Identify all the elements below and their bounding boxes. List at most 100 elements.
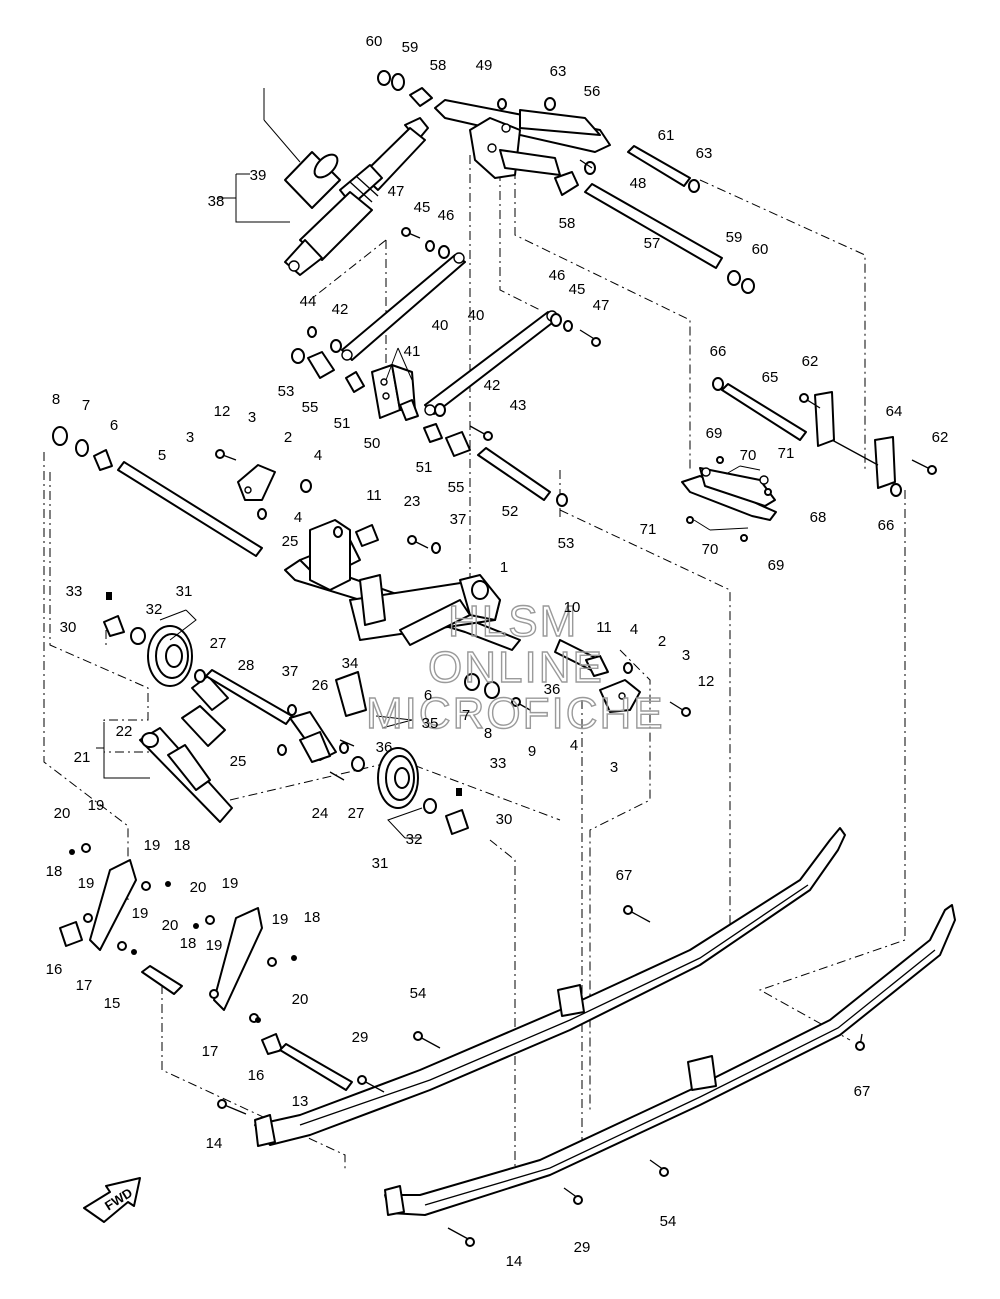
callout-46: 46 <box>549 267 566 284</box>
callout-49: 49 <box>476 57 493 74</box>
callout-47: 47 <box>593 297 610 314</box>
callout-23: 23 <box>404 493 421 510</box>
callout-33: 33 <box>490 755 507 772</box>
callout-16: 16 <box>248 1067 265 1084</box>
link-bracket <box>291 240 573 507</box>
callout-58: 58 <box>559 215 576 232</box>
callout-71: 71 <box>778 445 795 462</box>
callout-20: 20 <box>292 991 309 1008</box>
callout-66: 66 <box>710 343 727 360</box>
callout-45: 45 <box>414 199 431 216</box>
callout-70: 70 <box>702 541 719 558</box>
rear-shock-absorber <box>284 117 429 276</box>
callout-48: 48 <box>630 175 647 192</box>
front-shock-absorber <box>139 675 233 823</box>
callout-25: 25 <box>230 753 247 770</box>
callout-61: 61 <box>658 127 675 144</box>
callout-62: 62 <box>932 429 949 446</box>
callout-42: 42 <box>484 377 501 394</box>
callout-68: 68 <box>810 509 827 526</box>
callout-43: 43 <box>510 397 527 414</box>
callout-4: 4 <box>570 737 578 754</box>
callout-64: 64 <box>886 403 903 420</box>
callout-53: 53 <box>558 535 575 552</box>
callout-17: 17 <box>76 977 93 994</box>
callout-27: 27 <box>348 805 365 822</box>
callout-52: 52 <box>502 503 519 520</box>
callout-67: 67 <box>854 1083 871 1100</box>
callout-2: 2 <box>658 633 666 650</box>
callout-37: 37 <box>450 511 467 528</box>
callout-8: 8 <box>52 391 60 408</box>
callout-20: 20 <box>162 917 179 934</box>
callout-27: 27 <box>210 635 227 652</box>
callout-39: 39 <box>250 167 267 184</box>
callout-18: 18 <box>304 909 321 926</box>
watermark-line-1: HLSM <box>448 597 578 646</box>
callout-19: 19 <box>132 905 149 922</box>
idler-wheel-upper <box>103 592 193 687</box>
watermark-line-2: ONLINE <box>428 643 604 692</box>
callout-45: 45 <box>569 281 586 298</box>
callout-3: 3 <box>248 409 256 426</box>
callout-32: 32 <box>146 601 163 618</box>
shock-spring-sleeve <box>284 151 341 209</box>
callout-31: 31 <box>176 583 193 600</box>
callout-40: 40 <box>468 307 485 324</box>
callout-19: 19 <box>78 875 95 892</box>
main-shaft <box>52 426 263 557</box>
upper-washers <box>377 70 755 294</box>
callout-70: 70 <box>740 447 757 464</box>
callout-1: 1 <box>500 559 508 576</box>
callout-57: 57 <box>644 235 661 252</box>
callout-3: 3 <box>186 429 194 446</box>
callout-7: 7 <box>462 707 470 724</box>
callout-12: 12 <box>698 673 715 690</box>
callout-20: 20 <box>190 879 207 896</box>
callout-54: 54 <box>410 985 427 1002</box>
connecting-links <box>341 252 558 416</box>
callout-36: 36 <box>544 681 561 698</box>
idler-wheel-lower <box>377 747 469 835</box>
rear-rod-and-brackets <box>712 377 902 497</box>
callout-22: 22 <box>116 723 133 740</box>
callout-11: 11 <box>596 619 612 636</box>
callout-leaders <box>96 88 761 839</box>
upper-pivot-arm <box>409 87 611 196</box>
callout-50: 50 <box>364 435 381 452</box>
callout-33: 33 <box>66 583 83 600</box>
callout-30: 30 <box>496 811 513 828</box>
callout-15: 15 <box>104 995 121 1012</box>
callout-19: 19 <box>88 797 105 814</box>
callout-18: 18 <box>180 935 197 952</box>
callout-37: 37 <box>282 663 299 680</box>
callout-62: 62 <box>802 353 819 370</box>
upper-shafts <box>584 145 723 269</box>
callout-7: 7 <box>82 397 90 414</box>
watermark-line-3: MICROFICHE <box>366 689 665 738</box>
callout-35: 35 <box>422 715 439 732</box>
watermark: HLSM ONLINE MICROFICHE <box>365 596 665 738</box>
callout-28: 28 <box>238 657 255 674</box>
callout-59: 59 <box>726 229 743 246</box>
callout-8: 8 <box>484 725 492 742</box>
callout-55: 55 <box>302 399 319 416</box>
callout-4: 4 <box>314 447 322 464</box>
callout-11: 11 <box>366 487 382 504</box>
callout-66: 66 <box>878 517 895 534</box>
callout-47: 47 <box>388 183 405 200</box>
callout-51: 51 <box>416 459 433 476</box>
callout-4: 4 <box>630 621 638 638</box>
callout-14: 14 <box>506 1253 523 1270</box>
callout-63: 63 <box>550 63 567 80</box>
forward-direction-arrow: FWD <box>83 1177 141 1223</box>
front-swing-arm <box>284 519 601 673</box>
callout-65: 65 <box>762 369 779 386</box>
callout-2: 2 <box>284 429 292 446</box>
callout-19: 19 <box>206 937 223 954</box>
callout-54: 54 <box>660 1213 677 1230</box>
callout-46: 46 <box>438 207 455 224</box>
callout-18: 18 <box>174 837 191 854</box>
callout-34: 34 <box>342 655 359 672</box>
